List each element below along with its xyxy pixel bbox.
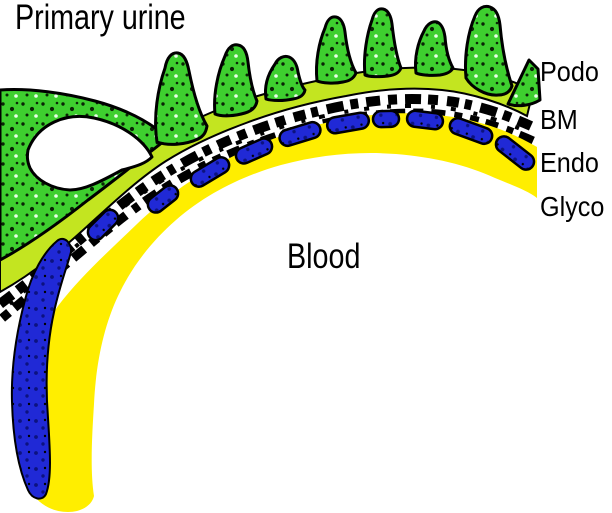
layer-label-bm: BM (540, 104, 578, 135)
blood-label: Blood (287, 237, 361, 276)
podocyte-foot-process (213, 43, 259, 118)
primary-urine-label: Primary urine (15, 0, 186, 37)
podocyte-foot-process (414, 20, 455, 77)
endothelial-cell-segment (494, 135, 536, 171)
endothelial-cell-segment (146, 184, 180, 214)
endothelial-cell-body (10, 237, 73, 500)
podocyte-foot-process (363, 7, 403, 79)
subpodocyte-space (25, 115, 154, 192)
layer-label-endo: Endo (540, 147, 599, 178)
layer-label-podo: Podo (540, 56, 599, 87)
endothelium-layer (10, 109, 536, 500)
podocyte-foot-process (154, 51, 209, 146)
podocyte-foot-process (315, 15, 358, 85)
endothelial-cell-segment (405, 109, 445, 131)
podocyte-foot-process (464, 4, 514, 97)
podocyte-layer (0, 4, 542, 262)
endothelial-cell-segment (189, 156, 231, 188)
glycocalyx-layer (16, 113, 537, 512)
layer-label-glyco: Glyco (540, 191, 605, 222)
podocyte-foot-process (506, 58, 542, 108)
endothelial-cell-segment (234, 137, 274, 165)
endothelial-cell-segment (448, 116, 494, 146)
endothelial-cell-segment (278, 120, 322, 148)
endothelial-cell-segment (86, 208, 120, 242)
endothelial-cell-segment (325, 111, 371, 135)
endothelial-cell-segment (371, 109, 401, 129)
podocyte-foot-process (264, 54, 307, 102)
